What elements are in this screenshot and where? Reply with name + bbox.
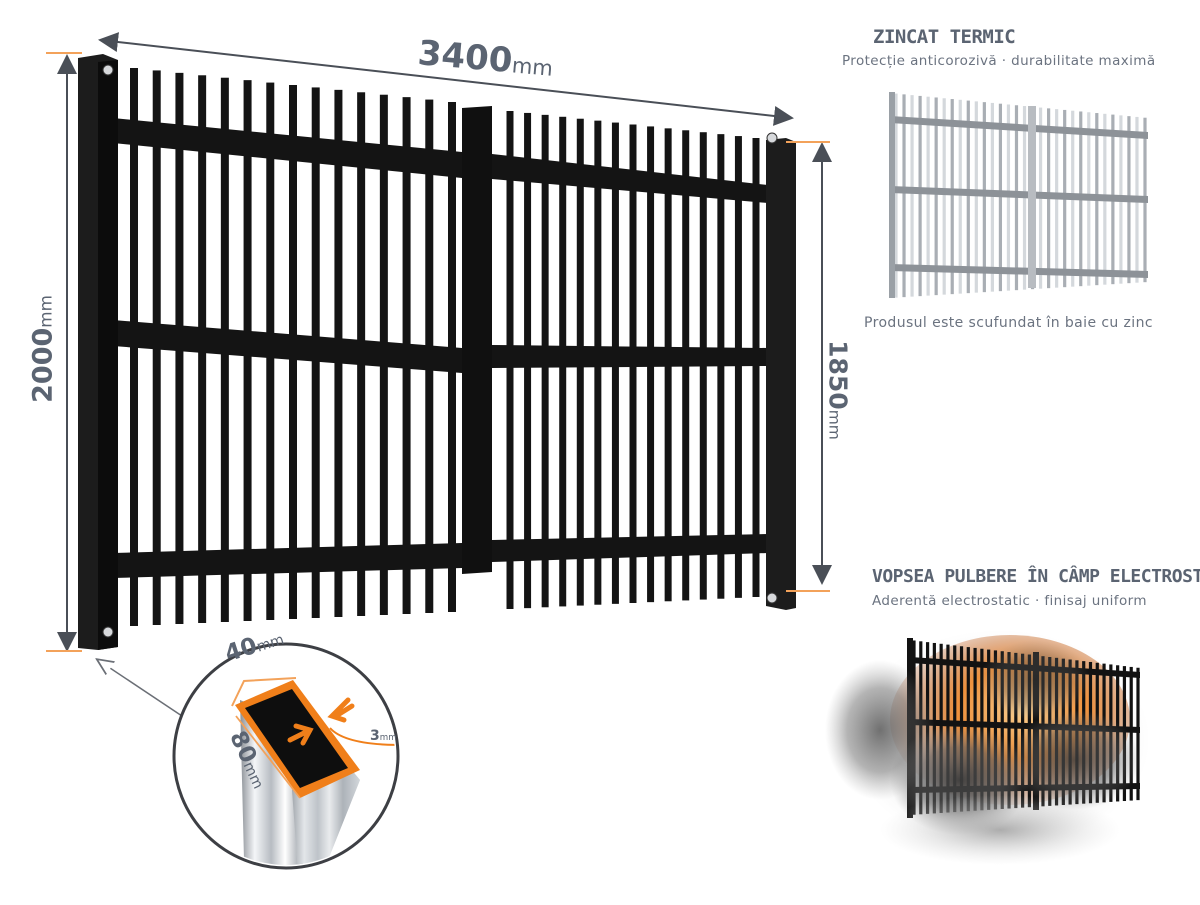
gate-illustration	[78, 54, 796, 650]
width-dimension-line	[98, 32, 794, 126]
zinc-center-stile	[1028, 106, 1036, 288]
zinc-bar-4	[918, 95, 922, 297]
callout-arrow	[98, 660, 183, 717]
gate-bar-left-7	[266, 82, 275, 621]
gate-bar-right-14	[734, 136, 742, 598]
zinc-bar-10	[966, 100, 970, 294]
zinc-bar-7	[942, 98, 946, 295]
zinc-bar-14	[998, 103, 1003, 292]
zinc-rail-2	[890, 186, 1148, 203]
zinc-bar-3	[910, 95, 914, 297]
gate-bar-left-6	[243, 80, 252, 621]
paint-bar-13	[993, 650, 998, 810]
paint-feature-title: VOPSEA PULBERE ÎN CÂMP ELECTROSTATIC	[872, 566, 1200, 587]
paint-feature-subtitle: Aderentă electrostatic · finisaj uniform	[872, 593, 1147, 609]
gate-hinge-2	[102, 626, 114, 638]
gate-bar-right-5	[576, 118, 584, 606]
gate-center-stile	[462, 106, 492, 574]
gate-bar-right-9	[647, 126, 655, 603]
gate-bar-left-10	[334, 89, 343, 618]
dimension-lines	[46, 32, 832, 717]
galvanized-gate-image	[889, 92, 1148, 298]
zinc-bar-2	[902, 94, 906, 298]
gate-hinge-1	[102, 64, 114, 76]
zinc-bar-13	[990, 102, 994, 292]
paint-bar-16	[1014, 652, 1018, 809]
zinc-bar-12	[982, 102, 986, 293]
gate-bar-right-7	[611, 122, 619, 604]
gate-bar-right-2	[524, 112, 532, 609]
gate-post-right	[766, 138, 796, 610]
profile-detail-lens	[172, 642, 400, 870]
gate-bar-right-8	[629, 124, 637, 603]
gate-hinge-3	[766, 132, 778, 144]
wall-thickness-label: 3mm	[370, 728, 397, 744]
zinc-post	[889, 92, 895, 298]
gate-bar-right-15	[752, 138, 760, 597]
gate-bar-right-3	[541, 114, 549, 608]
zinc-feature-subtitle: Protecție anticorozivă · durabilitate ma…	[842, 53, 1156, 69]
zinc-rail-3	[890, 264, 1148, 278]
zinc-rail-1	[890, 116, 1148, 139]
powder-coated-gate-image	[825, 630, 1150, 865]
gate-bar-left-2	[152, 70, 161, 625]
gate-bar-left-13	[402, 97, 411, 614]
paint-bar-12	[987, 649, 991, 810]
paint-bar-33	[1129, 666, 1133, 801]
gate-bar-left-14	[425, 99, 434, 614]
gate-bar-right-1	[506, 111, 514, 609]
gate-hinge-4	[766, 592, 778, 604]
gate-bar-left-8	[289, 85, 297, 619]
gate-bar-right-12	[699, 132, 707, 600]
leaf-height-dimension-label: 1850mm	[823, 340, 853, 440]
gate-bar-left-5	[220, 77, 229, 622]
gate-bar-right-10	[664, 128, 672, 602]
gate-bar-left-1	[130, 68, 138, 626]
zinc-feature-caption: Produsul este scufundat în baie cu zinc	[864, 315, 1153, 331]
height-dimension-label: 2000mm	[27, 295, 59, 403]
paint-bar-15	[1007, 652, 1011, 809]
gate-bar-right-4	[559, 116, 567, 607]
zinc-bar-9	[958, 99, 962, 294]
gate-bar-left-9	[311, 87, 320, 618]
paint-bar-34	[1136, 667, 1140, 801]
gate-bar-left-12	[379, 94, 388, 615]
zinc-bar-8	[950, 99, 954, 295]
paint-bar-14	[1000, 651, 1004, 809]
gate-post-left-face	[98, 60, 118, 650]
gate-bar-left-4	[198, 75, 207, 624]
zinc-bar-6	[934, 97, 938, 296]
zinc-bar-11	[974, 101, 978, 293]
gate-bar-right-11	[682, 130, 690, 601]
gate-bar-right-13	[717, 134, 725, 599]
zinc-bar-5	[926, 96, 930, 296]
gate-bar-left-11	[357, 92, 366, 617]
gate-bar-left-3	[175, 72, 184, 625]
gate-bar-left-15	[448, 102, 456, 612]
zinc-feature-title: ZINCAT TERMIC	[873, 26, 1016, 48]
gate-bar-right-6	[594, 120, 602, 605]
zinc-bar-1	[894, 93, 898, 298]
